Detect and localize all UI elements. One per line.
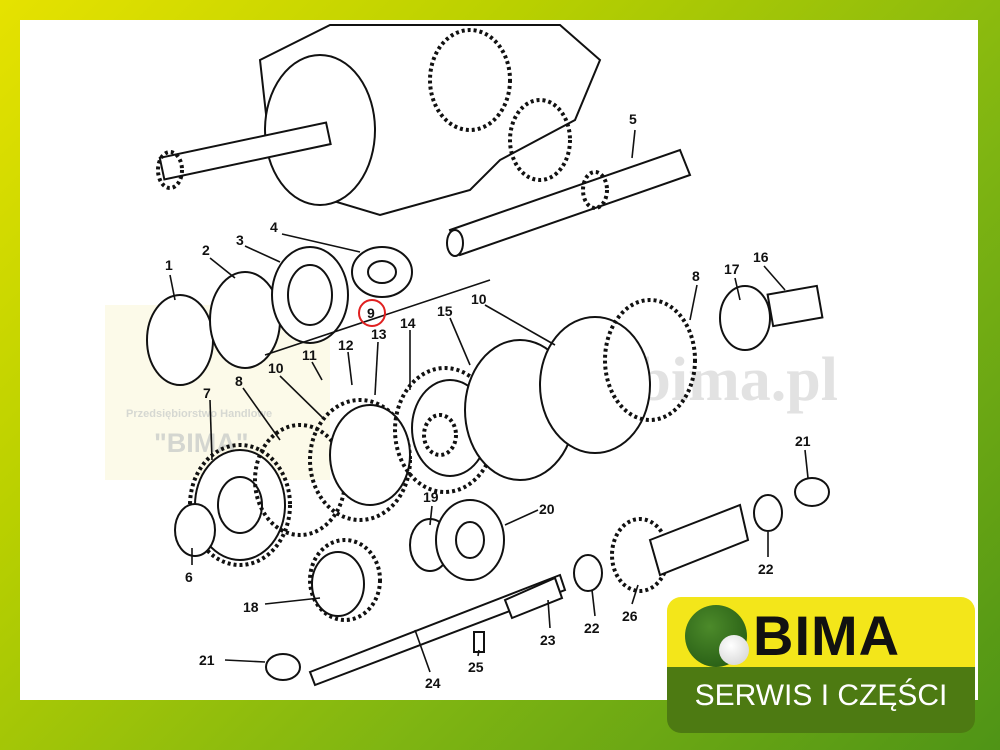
main-shaft [446, 148, 692, 257]
label-1[interactable]: 1 [165, 257, 173, 273]
label-15[interactable]: 15 [437, 303, 453, 319]
label-17[interactable]: 17 [724, 261, 740, 277]
label-10b[interactable]: 10 [268, 360, 284, 376]
countershaft [265, 477, 830, 687]
transmission-housing [156, 24, 602, 217]
label-23[interactable]: 23 [540, 632, 556, 648]
logo-brand: BIMA [753, 604, 901, 667]
label-21[interactable]: 21 [795, 433, 811, 449]
label-3[interactable]: 3 [236, 232, 244, 248]
label-4[interactable]: 4 [270, 219, 278, 235]
bima-logo: BIMA SERWIS I CZĘŚCI [667, 597, 975, 737]
label-9[interactable]: 9 [367, 305, 375, 321]
gear-cluster [174, 284, 824, 567]
label-19[interactable]: 19 [423, 489, 439, 505]
label-20[interactable]: 20 [539, 501, 555, 517]
label-2[interactable]: 2 [202, 242, 210, 258]
diagram-canvas: Przedsiębiorstwo Handlowe "BIMA" www.bim… [20, 20, 978, 700]
label-21b[interactable]: 21 [199, 652, 215, 668]
label-26[interactable]: 26 [622, 608, 638, 624]
label-10[interactable]: 10 [471, 291, 487, 307]
label-14[interactable]: 14 [400, 315, 416, 331]
label-8[interactable]: 8 [692, 268, 700, 284]
highlight-circle [358, 299, 386, 327]
label-25[interactable]: 25 [468, 659, 484, 675]
part-labels: 1 2 3 4 5 16 17 8 10 15 14 13 9 12 11 10… [165, 111, 811, 691]
label-5[interactable]: 5 [629, 111, 637, 127]
leader-lines [169, 129, 809, 673]
label-12[interactable]: 12 [338, 337, 354, 353]
watermark-company: Przedsiębiorstwo Handlowe [126, 408, 273, 420]
label-24[interactable]: 24 [425, 675, 441, 691]
logo-tagline: SERWIS I CZĘŚCI [694, 679, 948, 712]
label-13[interactable]: 13 [371, 326, 387, 342]
exploded-gearbox-diagram: 1 2 3 4 5 16 17 8 10 15 14 13 9 12 11 10… [146, 24, 830, 691]
snap-ring [146, 294, 214, 386]
label-18[interactable]: 18 [243, 599, 259, 615]
label-7[interactable]: 7 [203, 385, 211, 401]
label-11[interactable]: 11 [302, 347, 317, 363]
label-22[interactable]: 22 [584, 620, 600, 636]
label-8b[interactable]: 8 [235, 373, 243, 389]
label-6[interactable]: 6 [185, 569, 193, 585]
label-16[interactable]: 16 [753, 249, 769, 265]
logo-ball-highlight-icon [719, 635, 749, 665]
label-22b[interactable]: 22 [758, 561, 774, 577]
